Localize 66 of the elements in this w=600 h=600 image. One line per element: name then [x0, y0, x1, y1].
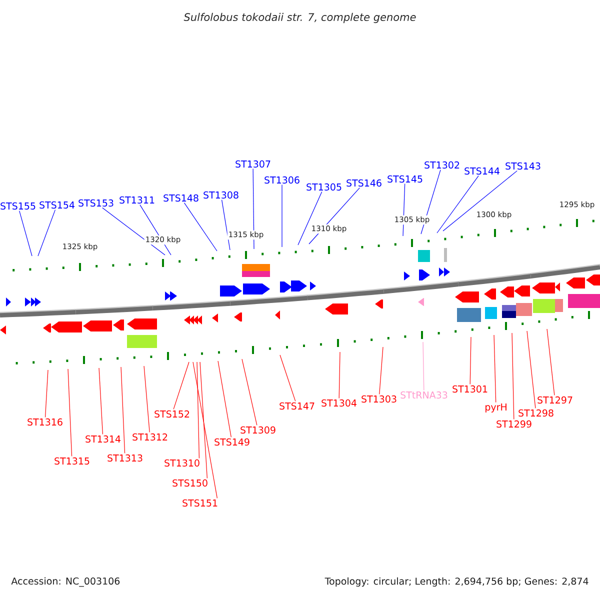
leader-line — [494, 334, 496, 403]
leader-line — [68, 368, 72, 457]
gene-label: ST1307 — [236, 160, 270, 168]
leader-line — [442, 170, 518, 232]
leader-line — [144, 366, 150, 433]
leader-line — [196, 362, 200, 459]
accession-text: Accession: NC_003106 — [10, 576, 122, 588]
leader-line — [38, 210, 56, 256]
gene-label: ST1301 — [452, 385, 488, 393]
gene-label: STS150 — [172, 479, 208, 487]
leader-line — [102, 208, 166, 256]
gene-label: STS153 — [78, 199, 114, 207]
leader-line — [242, 358, 258, 426]
leader-line — [298, 192, 322, 246]
leader-line — [200, 362, 208, 479]
gene-label: ST1310 — [164, 459, 200, 467]
gene-label: ST1305 — [306, 183, 342, 191]
leader-line — [436, 176, 479, 234]
gene-label: ST1303 — [362, 395, 396, 403]
gene-label: STS144 — [464, 167, 500, 175]
gene-label: STS149 — [214, 438, 250, 446]
gene-label: ST1297 — [538, 396, 572, 404]
leader-line — [280, 354, 296, 402]
gene-label: ST1302 — [424, 161, 460, 169]
gene-label: ST1298 — [518, 409, 554, 417]
leader-line — [512, 332, 514, 420]
leader-line — [173, 362, 190, 410]
gene-label: ST1309 — [240, 426, 276, 434]
leader-line — [379, 346, 384, 395]
gene-label: STS151 — [182, 499, 218, 507]
leader-line — [184, 202, 218, 252]
leader-line — [120, 366, 126, 454]
leader-line — [19, 210, 32, 256]
leader-line — [422, 342, 424, 391]
gene-label: STS145 — [388, 175, 422, 183]
leader-line — [44, 370, 48, 418]
leader-line — [546, 328, 555, 396]
gene-label: ST1315 — [54, 457, 90, 465]
gene-label: ST1306 — [264, 176, 300, 184]
gene-label: ST1299 — [496, 420, 532, 428]
gene-label: STS147 — [280, 402, 314, 410]
leader-line — [98, 368, 104, 435]
title: Sulfolobus tokodaii str. 7, complete genome — [184, 12, 416, 24]
leader-line — [218, 360, 232, 438]
genome-summary-text: Topology: circular; Length: 2,694,756 bp; Genes: 2,874 — [324, 576, 590, 588]
leader-line — [192, 362, 218, 499]
gene-label: STtRNA33 — [400, 391, 448, 399]
leader-line — [526, 330, 536, 409]
gene-label: ST1304 — [322, 399, 356, 407]
gene-label: ST1314 — [86, 435, 120, 443]
leader-line — [338, 352, 340, 399]
gene-label: ST1313 — [108, 454, 142, 462]
gene-label: ST1316 — [28, 418, 62, 426]
gene-label: STS154 — [40, 201, 74, 209]
gene-label: ST1312 — [132, 433, 168, 441]
gene-label: STS143 — [506, 162, 540, 170]
gene-label: STS155 — [0, 202, 36, 210]
leader-line — [252, 168, 254, 250]
gene-label: STS148 — [164, 194, 198, 202]
leader-line — [470, 336, 472, 384]
gene-label: pyrH — [486, 404, 506, 412]
gene-label: STS152 — [154, 410, 190, 418]
leader-line — [221, 200, 230, 250]
gene-label: STS146 — [346, 179, 382, 187]
gene-label: ST1311 — [120, 196, 154, 204]
gene-label: ST1308 — [204, 191, 238, 199]
